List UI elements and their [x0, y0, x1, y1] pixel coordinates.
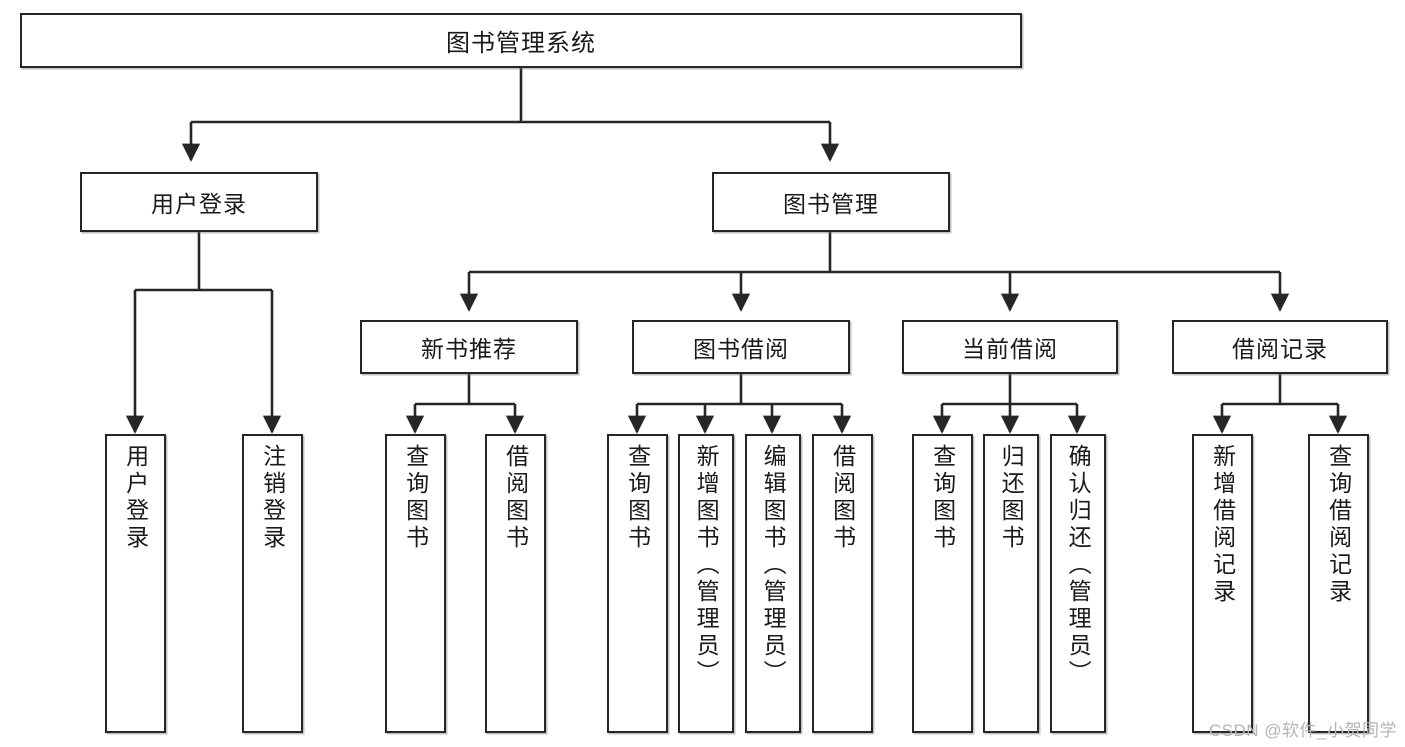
leaf-record-add-record[interactable]: 新增借阅记录	[1192, 434, 1253, 733]
leaf-record-query-record[interactable]: 查询借阅记录	[1308, 434, 1369, 733]
leaf-new-book-borrow-label: 借阅图书	[502, 444, 529, 552]
leaf-borrow-query-book[interactable]: 查询图书	[607, 434, 668, 733]
leaf-user-login-login[interactable]: 用户登录	[105, 434, 166, 733]
node-user-login[interactable]: 用户登录	[80, 172, 318, 232]
node-current-borrow[interactable]: 当前借阅	[902, 320, 1118, 374]
node-root-system[interactable]: 图书管理系统	[20, 13, 1022, 68]
leaf-current-confirm-return-admin[interactable]: 确认归还（管理员）	[1050, 434, 1106, 733]
node-current-borrow-label: 当前借阅	[962, 336, 1058, 362]
leaf-borrow-edit-book-admin-label: 编辑图书（管理员）	[760, 444, 787, 687]
leaf-current-return-book-label: 归还图书	[998, 444, 1025, 552]
leaf-borrow-borrow-book[interactable]: 借阅图书	[812, 434, 873, 733]
leaf-user-login-logout-label: 注销登录	[259, 444, 286, 552]
node-borrow-record[interactable]: 借阅记录	[1172, 320, 1388, 374]
node-new-book-recommend[interactable]: 新书推荐	[360, 320, 578, 374]
leaf-new-book-query[interactable]: 查询图书	[385, 434, 446, 733]
node-book-management[interactable]: 图书管理	[712, 172, 950, 232]
leaf-borrow-edit-book-admin[interactable]: 编辑图书（管理员）	[745, 434, 801, 733]
node-new-book-recommend-label: 新书推荐	[421, 336, 517, 362]
leaf-record-add-record-label: 新增借阅记录	[1209, 444, 1236, 606]
node-book-borrow[interactable]: 图书借阅	[632, 320, 850, 374]
node-user-login-label: 用户登录	[151, 191, 247, 217]
leaf-current-query-book[interactable]: 查询图书	[912, 434, 973, 733]
leaf-user-login-login-label: 用户登录	[122, 444, 149, 552]
leaf-borrow-query-book-label: 查询图书	[624, 444, 651, 552]
leaf-new-book-query-label: 查询图书	[402, 444, 429, 552]
node-book-borrow-label: 图书借阅	[693, 336, 789, 362]
leaf-current-confirm-return-admin-label: 确认归还（管理员）	[1065, 444, 1092, 687]
leaf-borrow-add-book-admin-label: 新增图书（管理员）	[693, 444, 720, 687]
leaf-new-book-borrow[interactable]: 借阅图书	[485, 434, 546, 733]
leaf-user-login-logout[interactable]: 注销登录	[242, 434, 303, 733]
leaf-current-query-book-label: 查询图书	[929, 444, 956, 552]
leaf-borrow-borrow-book-label: 借阅图书	[829, 444, 856, 552]
csdn-watermark: CSDN @软件_小贺同学	[1208, 721, 1397, 740]
leaf-borrow-add-book-admin[interactable]: 新增图书（管理员）	[678, 434, 734, 733]
leaf-record-query-record-label: 查询借阅记录	[1325, 444, 1352, 606]
node-book-management-label: 图书管理	[783, 191, 879, 217]
node-root-system-label: 图书管理系统	[446, 30, 596, 57]
node-borrow-record-label: 借阅记录	[1232, 336, 1328, 362]
leaf-current-return-book[interactable]: 归还图书	[983, 434, 1039, 733]
